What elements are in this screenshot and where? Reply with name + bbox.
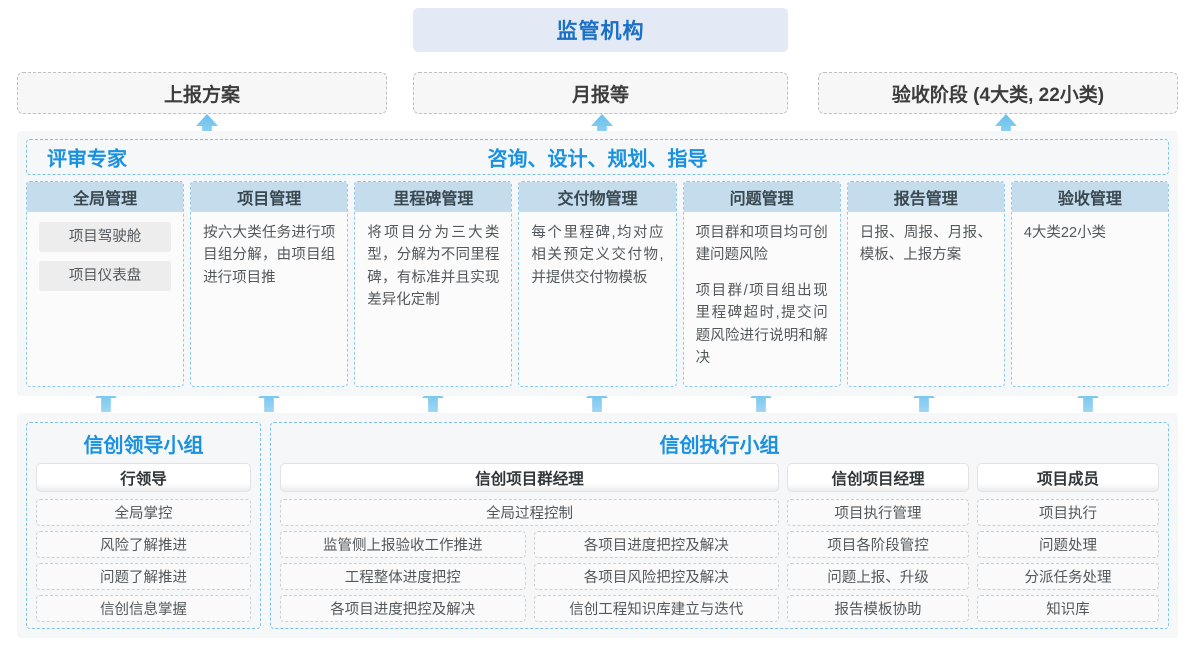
report-box-acceptance-stage: 验收阶段 (4大类, 22小类) [818,72,1178,114]
task-item[interactable]: 信创信息掌握 [36,595,251,622]
management-column-6[interactable]: 验收管理 4大类22小类 [1010,181,1169,387]
task-item[interactable]: 报告模板协助 [787,595,970,622]
teams-panel: 信创领导小组 行领导 全局掌控风险了解推进问题了解推进信创信息掌握 信创执行小组… [17,413,1178,638]
management-column-body: 按六大类任务进行项目组分解，由项目组进行项目推 [191,212,347,386]
management-paragraph: 项目群/项目组出现里程碑超时,提交问题风险进行说明和解决 [695,282,828,367]
task-item[interactable]: 各项目进度把控及解决 [533,531,780,558]
task-list-left: 监管侧上报验收工作推进工程整体进度把控各项目进度把控及解决 [280,531,526,622]
management-columns: 全局管理项目驾驶舱项目仪表盘项目管理按六大类任务进行项目组分解，由项目组进行项目… [26,181,1169,387]
role-header[interactable]: 信创项目经理 [787,463,970,492]
role-header[interactable]: 信创项目群经理 [280,463,780,492]
report-box-label: 月报等 [571,84,629,106]
review-experts-label: 评审专家 [47,148,127,171]
task-list: 项目执行管理项目各阶段管控问题上报、升级报告模板协助 [787,499,970,622]
task-item[interactable]: 工程整体进度把控 [280,563,526,590]
report-box-label: 验收阶段 (4大类, 22小类) [891,84,1105,106]
task-item[interactable]: 项目各阶段管控 [787,531,970,558]
execution-group-title: 信创执行小组 [659,435,780,457]
management-panel: 评审专家 咨询、设计、规划、指导 全局管理项目驾驶舱项目仪表盘项目管理按六大类任… [17,131,1178,396]
management-column-2[interactable]: 里程碑管理将项目分为三大类型，分解为不同里程碑，有标准并且实现差异化定制 [354,181,513,387]
management-paragraph: 项目群和项目均可创建问题风险 [695,225,828,264]
management-column-body: 项目驾驶舱项目仪表盘 [27,212,183,386]
role-column-bank-leader: 行领导 全局掌控风险了解推进问题了解推进信创信息掌握 [36,463,251,622]
task-item[interactable]: 分派任务处理 [977,563,1160,590]
task-item[interactable]: 项目执行 [977,499,1160,526]
management-paragraph: 按六大类任务进行项目组分解，由项目组进行项目推 [203,225,336,286]
management-pill[interactable]: 项目仪表盘 [39,261,172,291]
task-item[interactable]: 问题了解推进 [36,563,251,590]
management-column-title: 项目管理 [191,182,348,212]
management-column-3[interactable]: 交付物管理每个里程碑,均对应相关预定义交付物,并提供交付物模板 [518,181,677,387]
role-column-program-manager: 信创项目群经理 全局过程控制 监管侧上报验收工作推进工程整体进度把控各项目进度把… [280,463,780,622]
task-list: 项目执行问题处理分派任务处理知识库 [977,499,1160,622]
regulator-box: 监管机构 [413,8,788,52]
management-column-body: 日报、周报、月报、模板、上报方案 [848,212,1004,386]
task-item-full[interactable]: 全局过程控制 [280,499,780,526]
management-column-title: 交付物管理 [519,182,676,212]
regulator-label: 监管机构 [556,20,645,43]
role-header[interactable]: 行领导 [36,463,251,492]
management-paragraph: 4大类22小类 [1023,225,1107,241]
management-header-bar: 评审专家 咨询、设计、规划、指导 [26,139,1169,175]
management-paragraph: 每个里程碑,均对应相关预定义交付物,并提供交付物模板 [531,225,664,286]
role-column-project-members: 项目成员 项目执行问题处理分派任务处理知识库 [977,463,1160,622]
management-column-0[interactable]: 全局管理项目驾驶舱项目仪表盘 [26,181,185,387]
management-column-4[interactable]: 问题管理项目群和项目均可创建问题风险项目群/项目组出现里程碑超时,提交问题风险进… [682,181,841,387]
task-item[interactable]: 风险了解推进 [36,531,251,558]
report-box-label: 上报方案 [163,84,240,106]
task-item[interactable]: 问题处理 [977,531,1160,558]
management-column-1[interactable]: 项目管理按六大类任务进行项目组分解，由项目组进行项目推 [190,181,349,387]
task-item[interactable]: 各项目进度把控及解决 [280,595,526,622]
task-item[interactable]: 知识库 [977,595,1160,622]
management-paragraph: 日报、周报、月报、模板、上报方案 [859,225,992,264]
management-column-body: 项目群和项目均可创建问题风险项目群/项目组出现里程碑超时,提交问题风险进行说明和… [684,212,840,386]
role-column-project-manager: 信创项目经理 项目执行管理项目各阶段管控问题上报、升级报告模板协助 [787,463,970,622]
management-column-body: 将项目分为三大类型，分解为不同里程碑，有标准并且实现差异化定制 [355,212,511,386]
management-paragraph: 将项目分为三大类型，分解为不同里程碑，有标准并且实现差异化定制 [367,225,500,309]
task-item[interactable]: 各项目风险把控及解决 [533,563,780,590]
management-column-body: 4大类22小类 [1012,212,1168,386]
task-item[interactable]: 问题上报、升级 [787,563,970,590]
management-pill[interactable]: 项目驾驶舱 [39,222,172,252]
task-item[interactable]: 项目执行管理 [787,499,970,526]
management-column-title: 问题管理 [683,182,840,212]
management-column-title: 里程碑管理 [355,182,512,212]
task-list: 全局掌控风险了解推进问题了解推进信创信息掌握 [36,499,251,622]
task-item[interactable]: 全局掌控 [36,499,251,526]
management-column-title: 全局管理 [27,182,184,212]
report-box-submission-plan: 上报方案 [17,72,387,114]
task-item[interactable]: 信创工程知识库建立与迭代 [533,595,780,622]
leading-group-title: 信创领导小组 [83,435,204,457]
task-item[interactable]: 监管侧上报验收工作推进 [280,531,526,558]
management-column-title: 验收管理 [1011,182,1168,212]
role-header[interactable]: 项目成员 [977,463,1160,492]
report-box-monthly-report: 月报等 [413,72,788,114]
consulting-label: 咨询、设计、规划、指导 [487,148,708,171]
leading-group: 信创领导小组 行领导 全局掌控风险了解推进问题了解推进信创信息掌握 [26,422,261,629]
execution-group: 信创执行小组 信创项目群经理 全局过程控制 监管侧上报验收工作推进工程整体进度把… [270,422,1169,629]
task-list-right: 各项目进度把控及解决各项目风险把控及解决信创工程知识库建立与迭代 [533,531,780,622]
management-column-title: 报告管理 [847,182,1004,212]
management-column-5[interactable]: 报告管理日报、周报、月报、模板、上报方案 [846,181,1005,387]
management-column-body: 每个里程碑,均对应相关预定义交付物,并提供交付物模板 [519,212,675,386]
